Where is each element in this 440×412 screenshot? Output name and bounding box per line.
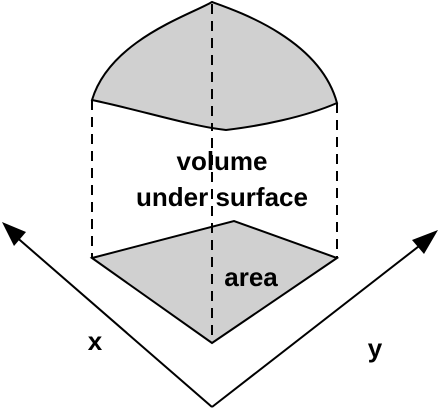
y-axis-line (211, 235, 433, 408)
x-axis-line (5, 227, 213, 408)
x-axis-arrowhead (2, 222, 26, 246)
top-surface (90, 0, 339, 132)
y-axis-arrowhead (412, 230, 438, 254)
x-axis-label: x (88, 326, 103, 356)
volume-label-line1: volume (176, 146, 267, 176)
volume-label-line2: under surface (136, 182, 308, 212)
y-axis-label: y (368, 333, 383, 363)
area-label: area (224, 262, 278, 292)
area-region (89, 219, 340, 345)
axes (2, 222, 438, 408)
